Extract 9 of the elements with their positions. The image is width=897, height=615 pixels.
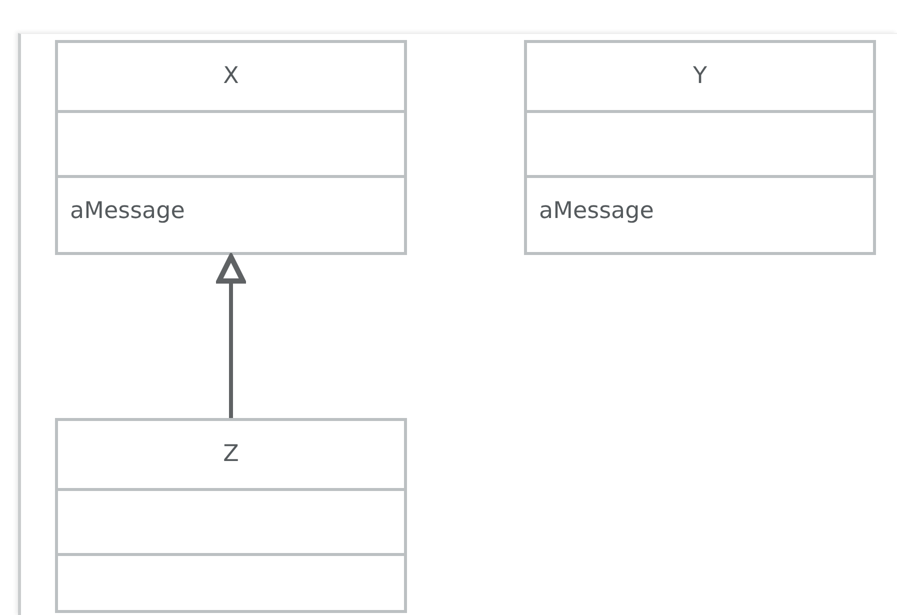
class-box [55, 418, 407, 613]
class-name: X [222, 63, 240, 89]
class-box [524, 40, 876, 255]
method-name: aMessage [70, 198, 185, 224]
class-name: Z [222, 441, 240, 467]
method-name: aMessage [539, 198, 654, 224]
inheritance-arrow [216, 254, 246, 418]
class-name: Y [692, 63, 708, 89]
class-box [55, 40, 407, 255]
